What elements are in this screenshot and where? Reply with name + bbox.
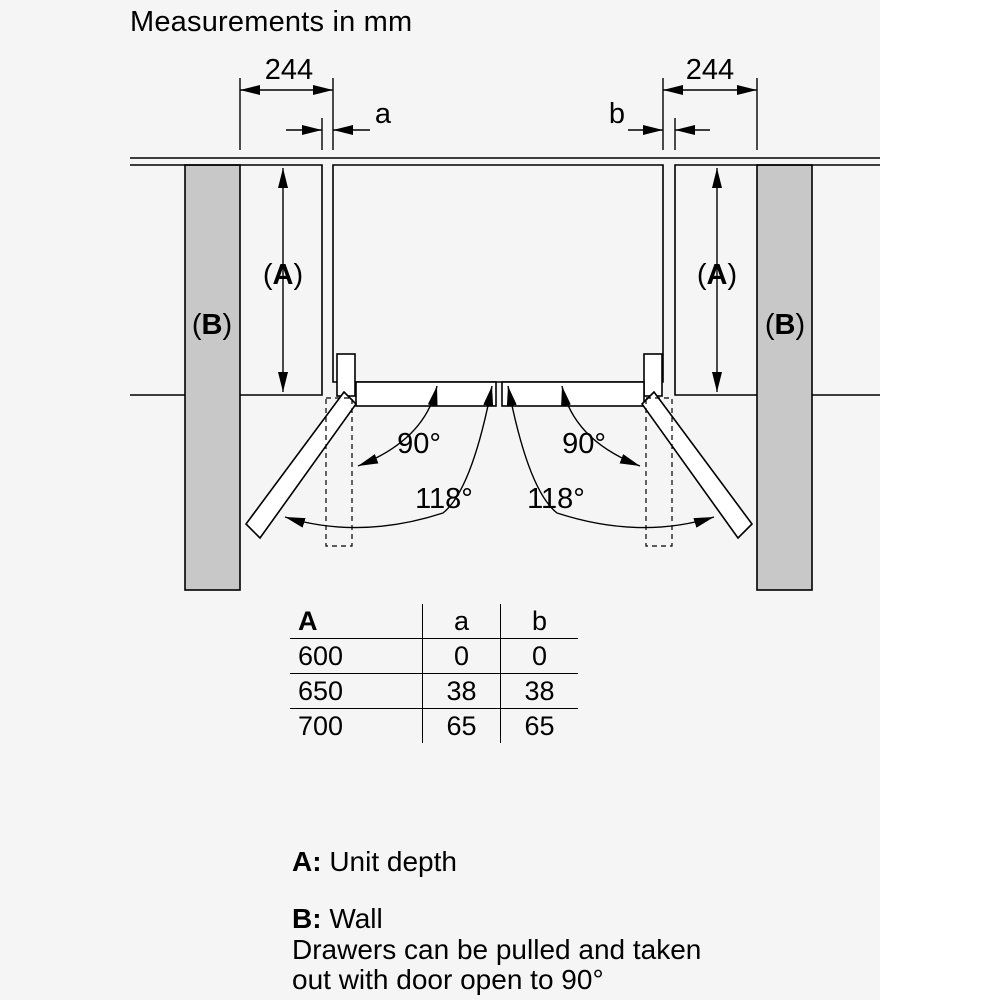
left-hinge [336,353,356,397]
table-cell: 0 [500,638,578,674]
legend-note-line-1: Drawers can be pulled and taken [292,934,702,965]
left-depth-label: (A) [263,259,303,291]
right-door-open [640,390,754,540]
depth-offset-table: A a b 600 0 0 650 38 38 700 65 65 [290,604,578,743]
legend-wall: B: Wall [292,903,383,935]
legend-key-b: B: [292,903,322,934]
table-cell: 600 [290,638,423,674]
angle-arcs [284,385,715,529]
diagram-title: Measurements in mm [130,6,413,38]
table-header-a: a [422,604,501,639]
right-open-angle: 90° [562,428,606,460]
table-header-depth: A [290,604,423,639]
table-cell: 65 [422,708,501,743]
left-drawer [355,381,497,407]
left-wall [184,164,241,591]
table-cell: 65 [500,708,578,743]
right-offset-label: b [609,98,625,130]
left-wall-label: (B) [192,309,232,341]
right-max-angle: 118° [527,483,585,515]
installation-plan-diagram: 244 244 a b (A) (A) (B) (B) 90° 90° 118°… [130,54,880,591]
table-cell: 38 [500,673,578,709]
left-clearance-value: 244 [265,54,313,86]
legend-key-a: A: [292,846,322,877]
left-door-open [244,390,358,540]
legend-note-line-2: out with door open to 90° [292,964,604,995]
left-max-angle: 118° [415,483,473,515]
legend-text-a: Unit depth [329,846,457,877]
table-header-b: b [500,604,578,639]
fridge-body [332,164,664,383]
right-clearance-value: 244 [686,54,734,86]
table-header-row: A a b [290,604,578,639]
extension-lines [239,78,758,150]
table-cell: 0 [422,638,501,674]
table-cell: 700 [298,711,344,741]
right-hinge [643,353,663,397]
legend-unit-depth: A: Unit depth [292,846,457,878]
right-depth-label: (A) [697,259,737,291]
table-row: 650 38 38 [290,673,578,709]
dimension-arrows [240,85,757,392]
back-wall-lines [130,157,880,396]
table-row: 600 0 0 [290,638,578,674]
right-wall [756,164,813,591]
table-cell: 38 [422,673,501,709]
table-cell: 650 [290,673,423,709]
table-row: 700 65 65 [290,708,578,743]
legend-text-b: Wall [329,903,383,934]
left-open-angle: 90° [397,428,441,460]
right-wall-label: (B) [765,309,805,341]
left-offset-label: a [375,98,392,130]
right-drawer [501,381,645,407]
